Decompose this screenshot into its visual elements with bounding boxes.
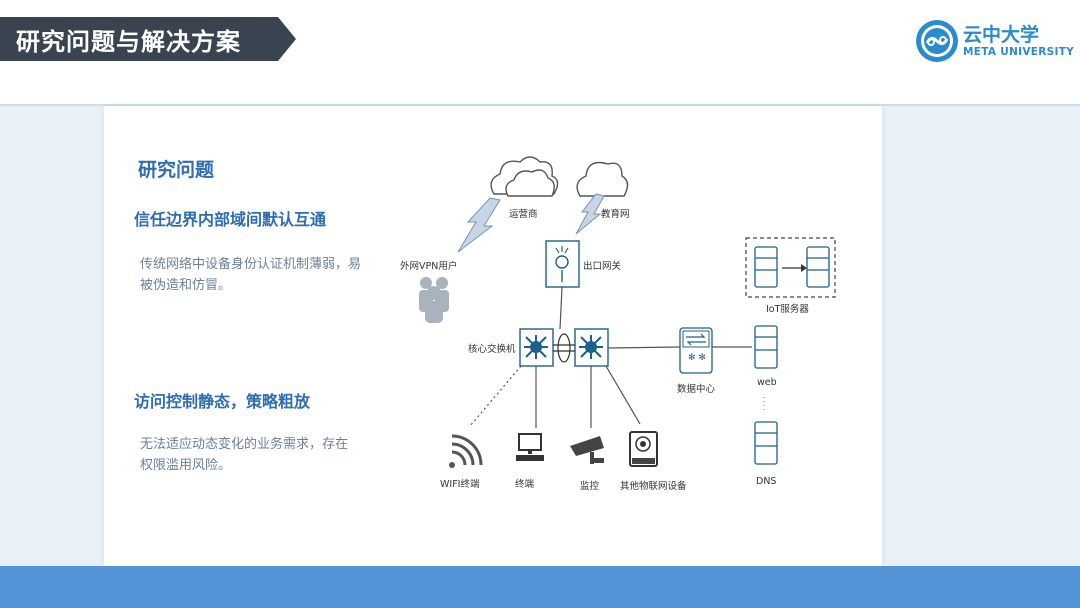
edu-cloud-icon bbox=[576, 161, 629, 197]
arrow-right-icon bbox=[782, 264, 807, 272]
university-logo bbox=[916, 20, 958, 62]
connection-lines bbox=[469, 286, 752, 428]
dns-label: DNS bbox=[756, 476, 777, 487]
terminal-icon bbox=[516, 433, 544, 461]
title-banner bbox=[0, 17, 296, 61]
gateway-icon bbox=[545, 240, 580, 288]
iot-server-label: IoT服务器 bbox=[766, 304, 809, 315]
data-center-label: 数据中心 bbox=[677, 384, 716, 395]
wireless-link-icon bbox=[457, 193, 605, 253]
wifi-icon bbox=[449, 434, 483, 468]
issue-description-2: 无法适应动态变化的业务需求，存在权限滥用风险。 bbox=[140, 437, 349, 473]
iot-server-group bbox=[745, 237, 836, 298]
server-icons bbox=[754, 246, 830, 465]
core-switch-icon bbox=[519, 328, 609, 367]
vpn-user-label: 外网VPN用户 bbox=[400, 261, 458, 272]
core-switch-label: 核心交换机 bbox=[468, 344, 516, 355]
terminal-label: 终端 bbox=[515, 479, 535, 490]
iot-devices-label: 其他物联网设备 bbox=[620, 481, 687, 492]
logo-subtitle: META UNIVERSITY bbox=[963, 46, 1075, 58]
issue-title-1: 信任边界内部域间默认互通 bbox=[134, 210, 327, 229]
right-margin bbox=[882, 106, 1080, 566]
wifi-label: WIFI终端 bbox=[440, 479, 480, 490]
gateway-label: 出口网关 bbox=[583, 261, 622, 272]
edu-net-label: 教育网 bbox=[601, 209, 630, 220]
data-center-icon: ✻ ✻ bbox=[679, 327, 713, 374]
footer-bar bbox=[0, 566, 1080, 608]
section-heading: 研究问题 bbox=[138, 159, 215, 181]
issue-title-2: 访问控制静态，策略粗放 bbox=[134, 392, 311, 411]
page-title: 研究问题与解决方案 bbox=[16, 28, 241, 56]
issue-description-1: 传统网络中设备身份认证机制薄弱，易被伪造和仿冒。 bbox=[140, 257, 362, 293]
logo-name: 云中大学 bbox=[963, 24, 1040, 46]
web-label: web bbox=[757, 377, 777, 388]
left-margin bbox=[0, 106, 104, 566]
isp-cloud-icon bbox=[490, 156, 559, 197]
camera-icon bbox=[570, 436, 604, 464]
header-divider bbox=[0, 104, 1080, 106]
svg-text:✻ ✻: ✻ ✻ bbox=[688, 353, 706, 363]
isp-label: 运营商 bbox=[509, 209, 538, 220]
iot-device-icon bbox=[629, 431, 658, 467]
monitor-label: 监控 bbox=[580, 481, 600, 492]
vpn-users-icon bbox=[419, 277, 449, 323]
